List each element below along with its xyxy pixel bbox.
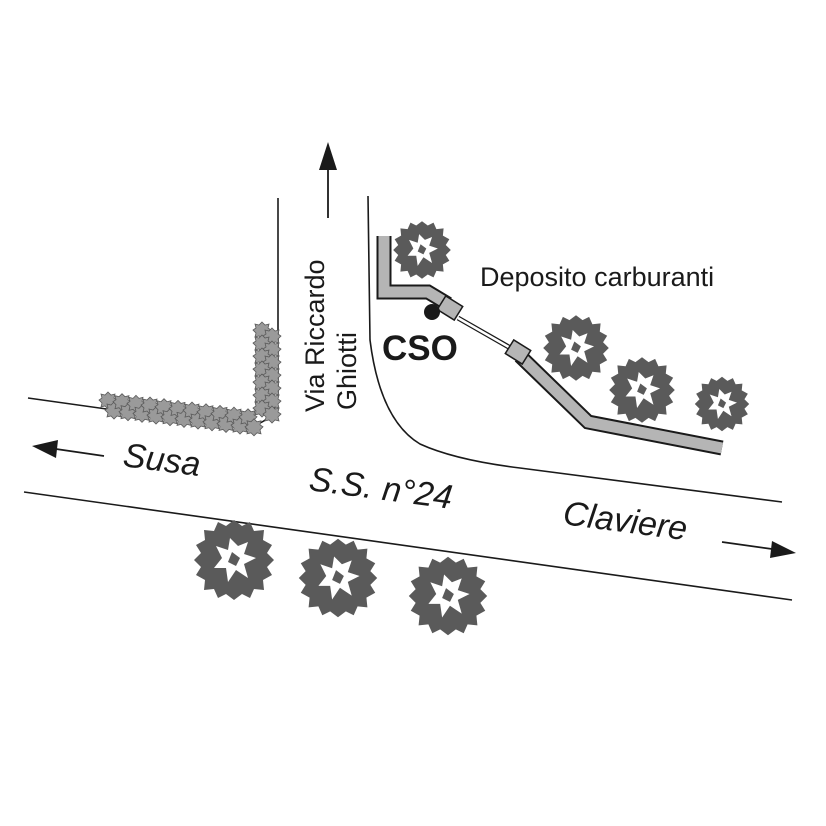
fuel-pipeline bbox=[376, 236, 724, 456]
road-edge-north-west bbox=[27, 198, 279, 428]
pipe-valve-1 bbox=[436, 294, 464, 322]
street-label-line2: Ghiotti bbox=[332, 332, 362, 410]
tree-icon bbox=[609, 357, 675, 423]
arrow-icon bbox=[319, 142, 337, 170]
tree-icon bbox=[543, 315, 609, 381]
direction-label-west: Susa bbox=[121, 436, 203, 484]
tree-icon bbox=[694, 376, 750, 432]
arrow-icon bbox=[770, 541, 796, 558]
site-label: CSO bbox=[382, 329, 458, 368]
site-marker-icon bbox=[424, 304, 440, 320]
facility-label: Deposito carburanti bbox=[480, 262, 714, 292]
tree-icon bbox=[408, 556, 488, 636]
hedge-shrub bbox=[244, 418, 264, 437]
tree-icon bbox=[393, 221, 451, 279]
hedge-shrub bbox=[262, 405, 282, 424]
tree-icon bbox=[298, 538, 378, 618]
arrow-west bbox=[32, 440, 105, 458]
arrow-icon bbox=[32, 440, 58, 458]
road-edge-south bbox=[23, 491, 793, 601]
highway-label: S.S. n°24 bbox=[307, 460, 455, 516]
direction-label-east: Claviere bbox=[561, 494, 690, 548]
hedge bbox=[98, 321, 282, 437]
arrow-north bbox=[319, 142, 337, 218]
arrow-east bbox=[721, 541, 796, 558]
road-edge-north-east bbox=[367, 195, 783, 503]
tree-icon bbox=[194, 520, 274, 600]
pipe-valve-2 bbox=[504, 338, 532, 366]
street-label-line1: Via Riccardo bbox=[300, 259, 330, 412]
